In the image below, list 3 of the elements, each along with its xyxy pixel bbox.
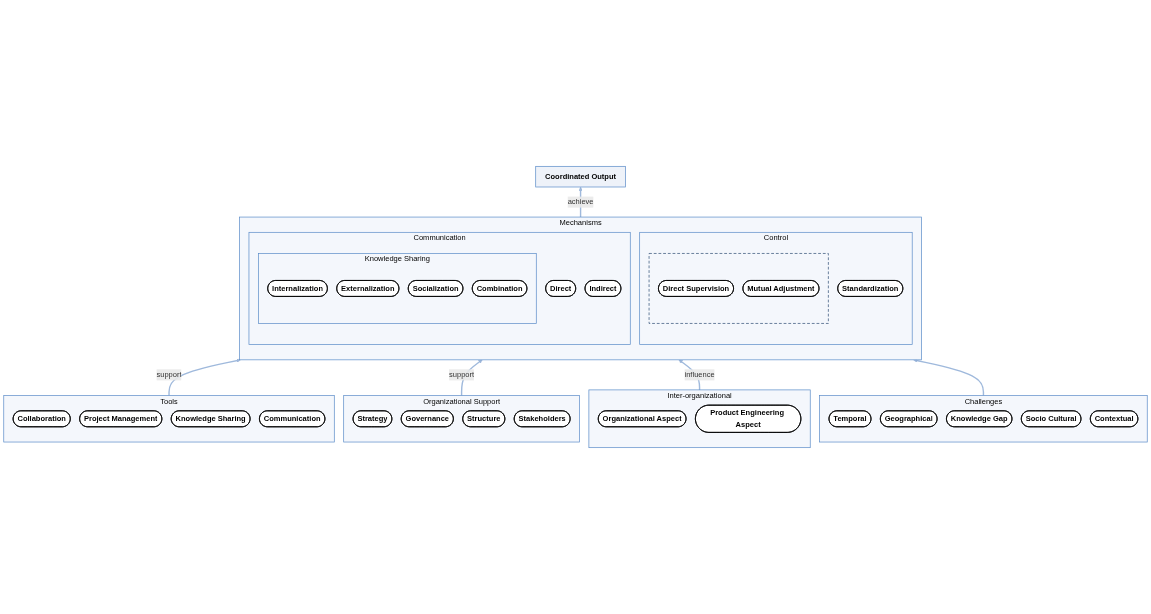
arrow bbox=[168, 358, 241, 397]
cluster bbox=[648, 253, 829, 324]
arrow bbox=[913, 358, 985, 397]
